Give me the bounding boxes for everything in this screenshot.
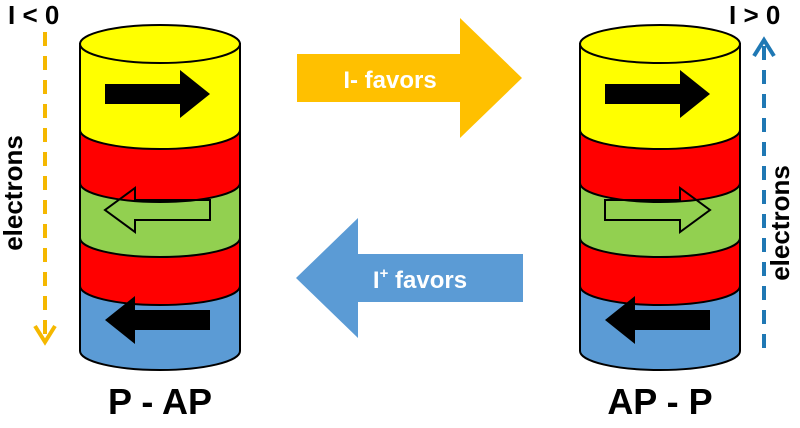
left-upper-spacer-layer [79, 129, 241, 203]
right-top-cap [579, 24, 741, 64]
left-state-label: P - AP [108, 381, 212, 422]
i-plus-rest: favors [388, 267, 467, 294]
right-current-label: I > 0 [729, 0, 780, 30]
transition-arrow-left: I+ favors [296, 218, 523, 338]
arrow-left-icon [296, 218, 523, 338]
i-minus-favors-label: I- favors [343, 67, 436, 94]
right-upper-spacer-layer [579, 129, 741, 203]
hollow-arrow-icon [604, 186, 712, 234]
left-top-cap [79, 24, 241, 64]
i-plus-sup: + [380, 265, 389, 282]
right-electron-flow [752, 36, 776, 348]
solid-arrow-icon [605, 70, 710, 118]
solid-arrow-icon [105, 70, 210, 118]
solid-arrow-icon [605, 296, 710, 344]
arrow-right-icon [297, 18, 522, 138]
left-current-label: I < 0 [8, 0, 59, 30]
chevron-down-icon [33, 324, 57, 346]
right-state-label: AP - P [607, 381, 712, 422]
i-plus-main: I [373, 267, 380, 294]
chevron-up-icon [752, 36, 776, 58]
right-electrons-label: electrons [765, 165, 795, 281]
solid-arrow-icon [105, 296, 210, 344]
left-pillar [79, 24, 241, 371]
i-plus-favors-label: I+ favors [373, 265, 467, 294]
hollow-arrow-icon [103, 186, 211, 234]
transition-arrow-right: I- favors [297, 18, 522, 138]
left-electron-flow [33, 32, 57, 346]
left-electrons-label: electrons [0, 135, 28, 251]
right-pillar [579, 24, 741, 371]
